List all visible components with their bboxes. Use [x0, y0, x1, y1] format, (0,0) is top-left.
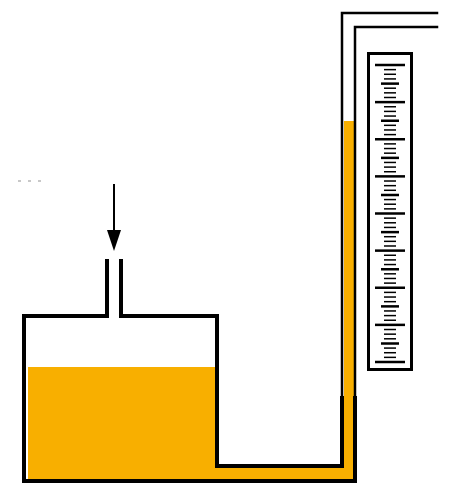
liquid-in-tank-and-tube	[28, 121, 355, 479]
ruler-ticks	[375, 63, 405, 364]
measurement-ruler	[367, 52, 413, 371]
liquid-fill	[28, 121, 355, 479]
tube-outer-wall	[340, 11, 439, 400]
speck-marks	[18, 180, 41, 182]
arrow-down-icon	[107, 184, 121, 251]
manometer-tube	[340, 11, 439, 400]
tank-right-wall-and-channel	[119, 314, 344, 468]
tube-inner-wall	[353, 25, 439, 400]
tank	[22, 259, 357, 483]
tank-wall	[22, 314, 357, 483]
